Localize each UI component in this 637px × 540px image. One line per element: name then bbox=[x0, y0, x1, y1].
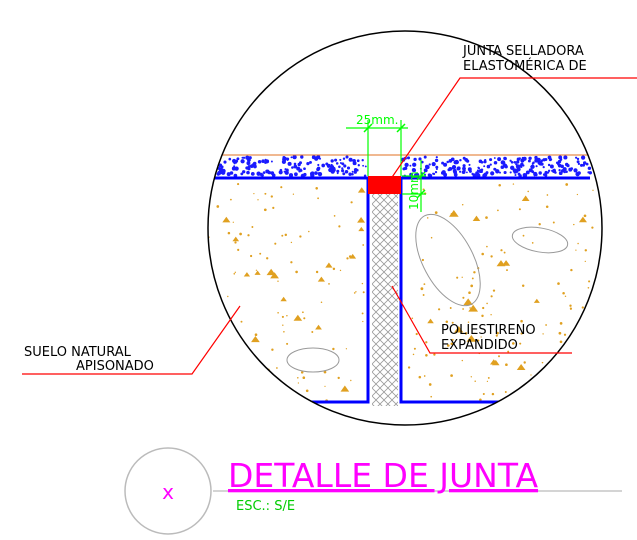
sealant-label-line2: ELASTOMÉRICA DE bbox=[463, 58, 587, 74]
slab-wall-right bbox=[399, 178, 560, 404]
detail-marker: x bbox=[162, 480, 174, 504]
seal-depth-label: 10mm bbox=[407, 171, 421, 210]
aggregate-layer bbox=[208, 154, 594, 178]
soil-leader: SUELO NATURAL APISONADO bbox=[22, 305, 241, 375]
joint-width-dimension: 25mm. bbox=[346, 113, 408, 176]
stone bbox=[511, 226, 569, 254]
filler-label-line2: EXPANDIDO bbox=[441, 338, 518, 353]
detail-circle bbox=[207, 30, 603, 426]
detail-title: DETALLE DE JUNTA bbox=[228, 456, 538, 495]
joint-width-label: 25mm. bbox=[356, 113, 398, 127]
elastomeric-sealant bbox=[368, 176, 401, 194]
sealant-leader: JUNTA SELLADORA ELASTOMÉRICA DE bbox=[385, 44, 637, 187]
slab-wall-left bbox=[270, 178, 370, 404]
detail-marker-circle bbox=[124, 447, 212, 535]
soil-label-line2: APISONADO bbox=[76, 359, 154, 374]
stone bbox=[415, 213, 481, 307]
scale-label: ESC.: S/E bbox=[236, 499, 295, 514]
sealant-label-line1: JUNTA SELLADORA bbox=[462, 44, 584, 59]
stone bbox=[286, 347, 340, 373]
seal-depth-dimension: 10mm bbox=[402, 160, 426, 212]
soil-texture bbox=[208, 183, 595, 405]
soil-label-line1: SUELO NATURAL bbox=[24, 345, 132, 360]
detail-interior bbox=[208, 154, 595, 406]
filler-label-line1: POLIESTIRENO bbox=[441, 323, 536, 338]
title-block: x DETALLE DE JUNTA ESC.: S/E bbox=[124, 447, 622, 535]
polystyrene-filler bbox=[372, 194, 398, 406]
polystyrene-leader: POLIESTIRENO EXPANDIDO bbox=[391, 285, 572, 354]
